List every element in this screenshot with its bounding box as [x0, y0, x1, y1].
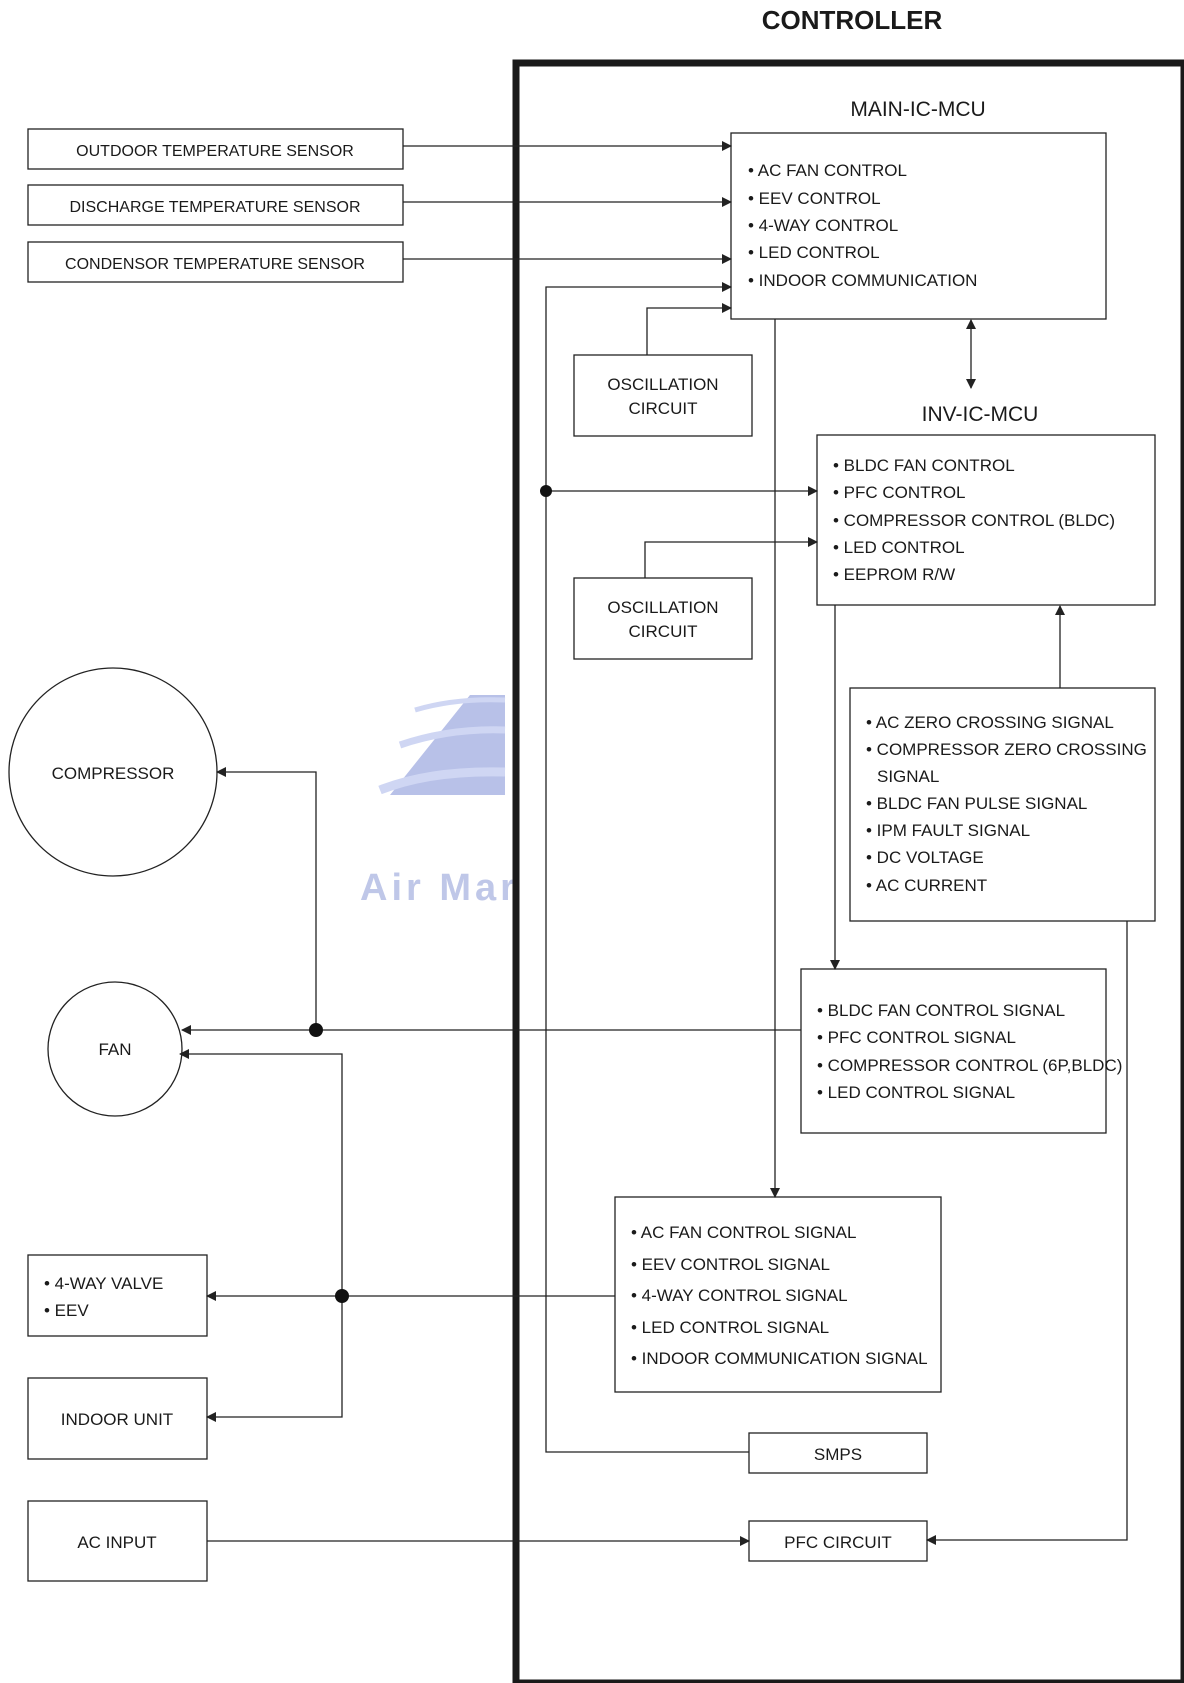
feedback-item: • BLDC FAN PULSE SIGNAL — [866, 794, 1087, 813]
discharge-temperature-sensor: DISCHARGE TEMPERATURE SENSOR — [27, 184, 404, 226]
main-mcu-item: • AC FAN CONTROL — [748, 161, 907, 180]
oscillation-label: CIRCUIT — [629, 622, 698, 641]
pfc-circuit-block: PFC CIRCUIT — [748, 1520, 928, 1562]
fan-node: FAN — [47, 981, 183, 1117]
controller-frame — [512, 59, 1184, 1683]
fan-label: FAN — [98, 1040, 131, 1059]
inv-mcu-item: • LED CONTROL — [833, 538, 965, 557]
smps-block: SMPS — [748, 1432, 928, 1474]
oscillation-1-arrow — [646, 303, 732, 355]
feedback-item: • AC ZERO CROSSING SIGNAL — [866, 713, 1114, 732]
feedback-item: • AC CURRENT — [866, 876, 987, 895]
inv-mcu-item: • BLDC FAN CONTROL — [833, 456, 1015, 475]
oscillation-label: OSCILLATION — [607, 598, 718, 617]
main-output-item: • 4-WAY CONTROL SIGNAL — [631, 1286, 848, 1305]
main-mcu-item: • 4-WAY CONTROL — [748, 216, 898, 235]
feedback-item: SIGNAL — [877, 767, 939, 786]
oscillation-2-arrow — [644, 537, 818, 578]
inv-mcu-item: • EEPROM R/W — [833, 565, 955, 584]
controller-title: CONTROLLER — [762, 5, 943, 35]
oscillation-circuit-2: OSCILLATION CIRCUIT — [573, 577, 753, 660]
to-fan-ac-arrow — [179, 1049, 343, 1296]
watermark-logo: Air Mar — [360, 695, 519, 909]
valve-item: • EEV — [44, 1301, 89, 1320]
feedback-item: • IPM FAULT SIGNAL — [866, 821, 1030, 840]
inv-mcu-item: • PFC CONTROL — [833, 483, 966, 502]
to-indoor-unit-arrow — [206, 1296, 343, 1422]
ac-input-block: AC INPUT — [27, 1500, 208, 1582]
smps-label: SMPS — [814, 1445, 862, 1464]
inv-mcu-block: • BLDC FAN CONTROL • PFC CONTROL • COMPR… — [816, 434, 1156, 606]
valve-junction-dot — [335, 1289, 349, 1303]
inv-output-item: • BLDC FAN CONTROL SIGNAL — [817, 1001, 1065, 1020]
to-compressor-arrow — [216, 767, 317, 1030]
main-mcu-block: • AC FAN CONTROL • EEV CONTROL • 4-WAY C… — [730, 132, 1107, 320]
inv-mcu-item: • COMPRESSOR CONTROL (BLDC) — [833, 511, 1115, 530]
feedback-item: • COMPRESSOR ZERO CROSSING — [866, 740, 1147, 759]
smps-power-bus — [545, 282, 749, 1453]
main-output-item: • INDOOR COMMUNICATION SIGNAL — [631, 1349, 928, 1368]
valve-item: • 4-WAY VALVE — [44, 1274, 163, 1293]
oscillation-label: CIRCUIT — [629, 399, 698, 418]
main-output-signal-block: • AC FAN CONTROL SIGNAL • EEV CONTROL SI… — [614, 1196, 942, 1393]
condensor-temperature-sensor: CONDENSOR TEMPERATURE SENSOR — [27, 241, 404, 283]
feedback-signal-block: • AC ZERO CROSSING SIGNAL • COMPRESSOR Z… — [849, 687, 1156, 922]
main-output-item: • AC FAN CONTROL SIGNAL — [631, 1223, 856, 1242]
main-output-item: • EEV CONTROL SIGNAL — [631, 1255, 830, 1274]
compressor-node: COMPRESSOR — [8, 667, 218, 877]
inv-output-signal-block: • BLDC FAN CONTROL SIGNAL • PFC CONTROL … — [800, 968, 1122, 1134]
oscillation-circuit-1: OSCILLATION CIRCUIT — [573, 354, 753, 437]
main-output-item: • LED CONTROL SIGNAL — [631, 1318, 829, 1337]
feedback-item: • DC VOLTAGE — [866, 848, 984, 867]
compressor-label: COMPRESSOR — [52, 764, 175, 783]
oscillation-label: OSCILLATION — [607, 375, 718, 394]
inv-mcu-title: INV-IC-MCU — [922, 403, 1039, 426]
outdoor-temperature-sensor: OUTDOOR TEMPERATURE SENSOR — [27, 128, 404, 170]
valve-block: • 4-WAY VALVE • EEV — [27, 1254, 208, 1337]
power-junction-dot — [540, 485, 552, 497]
watermark-text: Air Mar — [360, 867, 519, 909]
main-mcu-item: • EEV CONTROL — [748, 189, 881, 208]
sensor-label: CONDENSOR TEMPERATURE SENSOR — [65, 256, 365, 273]
connection-wires — [179, 141, 1128, 1546]
sensor-label: OUTDOOR TEMPERATURE SENSOR — [76, 143, 354, 160]
pfc-feedback-arrow — [926, 921, 1128, 1545]
main-mcu-item: • LED CONTROL — [748, 243, 880, 262]
indoor-unit-label: INDOOR UNIT — [61, 1410, 173, 1429]
indoor-unit-block: INDOOR UNIT — [27, 1377, 208, 1460]
pfc-label: PFC CIRCUIT — [784, 1533, 892, 1552]
sensor-label: DISCHARGE TEMPERATURE SENSOR — [69, 199, 360, 216]
main-mcu-item: • INDOOR COMMUNICATION — [748, 271, 977, 290]
fan-junction-dot — [309, 1023, 323, 1037]
inv-output-item: • COMPRESSOR CONTROL (6P,BLDC) — [817, 1056, 1122, 1075]
ac-input-label: AC INPUT — [77, 1533, 156, 1552]
inv-output-item: • LED CONTROL SIGNAL — [817, 1083, 1015, 1102]
main-mcu-title: MAIN-IC-MCU — [850, 98, 985, 121]
inv-output-item: • PFC CONTROL SIGNAL — [817, 1028, 1016, 1047]
